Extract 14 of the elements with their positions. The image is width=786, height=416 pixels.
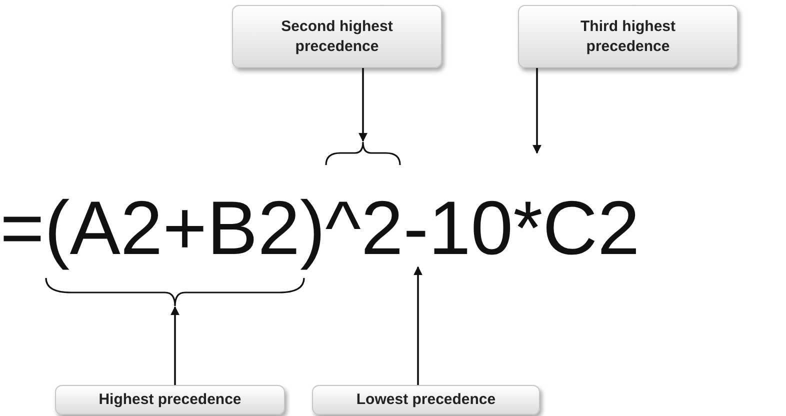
- callout-text: Third highest precedence: [580, 17, 676, 56]
- callout-box: [312, 385, 540, 415]
- callout-text: Highest precedence: [98, 390, 242, 410]
- curly-brace: [45, 278, 305, 307]
- callout-box: [518, 5, 738, 68]
- arrow: [170, 306, 180, 385]
- callout-box: [232, 5, 442, 68]
- callout-text: Second highest precedence: [280, 17, 394, 56]
- curly-brace: [325, 141, 401, 166]
- arrow: [532, 68, 542, 154]
- callout-text: Lowest precedence: [356, 390, 496, 410]
- arrow: [358, 68, 368, 142]
- arrow: [414, 266, 422, 385]
- callout-box: [55, 385, 285, 415]
